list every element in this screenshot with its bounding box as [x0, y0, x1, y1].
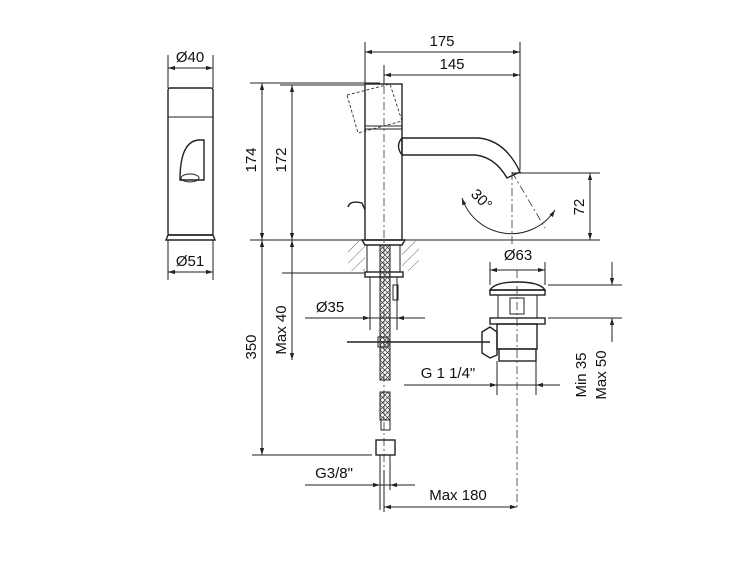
max-deck-label: Max 40	[273, 305, 290, 354]
reach-total-label: 175	[429, 33, 454, 50]
hose-thread-label: G3/8"	[315, 465, 353, 482]
faucet-front-view	[250, 70, 600, 510]
supply-hose	[379, 244, 391, 381]
spout	[401, 137, 521, 179]
dimensions: 175 145 174 172 72 30° 350 Max 40 Ø35 Ø6…	[243, 33, 622, 512]
hose-length-label: 350	[243, 334, 260, 359]
drain-min-label: Min 35	[573, 352, 590, 397]
side-top-diameter-label: Ø40	[176, 49, 204, 66]
height-body-label: 172	[273, 147, 290, 172]
drain-diameter-label: Ø63	[504, 247, 532, 264]
hole-diameter-label: Ø35	[316, 299, 344, 316]
reach-spout-label: 145	[439, 56, 464, 73]
drain-thread-label: G 1 1/4"	[421, 365, 476, 382]
spout-angle-label: 30°	[467, 186, 495, 214]
waste-drain	[481, 270, 547, 510]
deck-hatch	[348, 241, 365, 271]
side-view: Ø40 Ø51	[164, 49, 217, 280]
drain-max-label: Max 50	[593, 350, 610, 399]
side-base-diameter-label: Ø51	[176, 253, 204, 270]
pop-up-lever	[347, 201, 366, 211]
height-total-label: 174	[243, 147, 260, 172]
max-distance-label: Max 180	[429, 487, 487, 504]
spout-height-label: 72	[571, 199, 588, 216]
lever-open-position	[346, 83, 403, 134]
